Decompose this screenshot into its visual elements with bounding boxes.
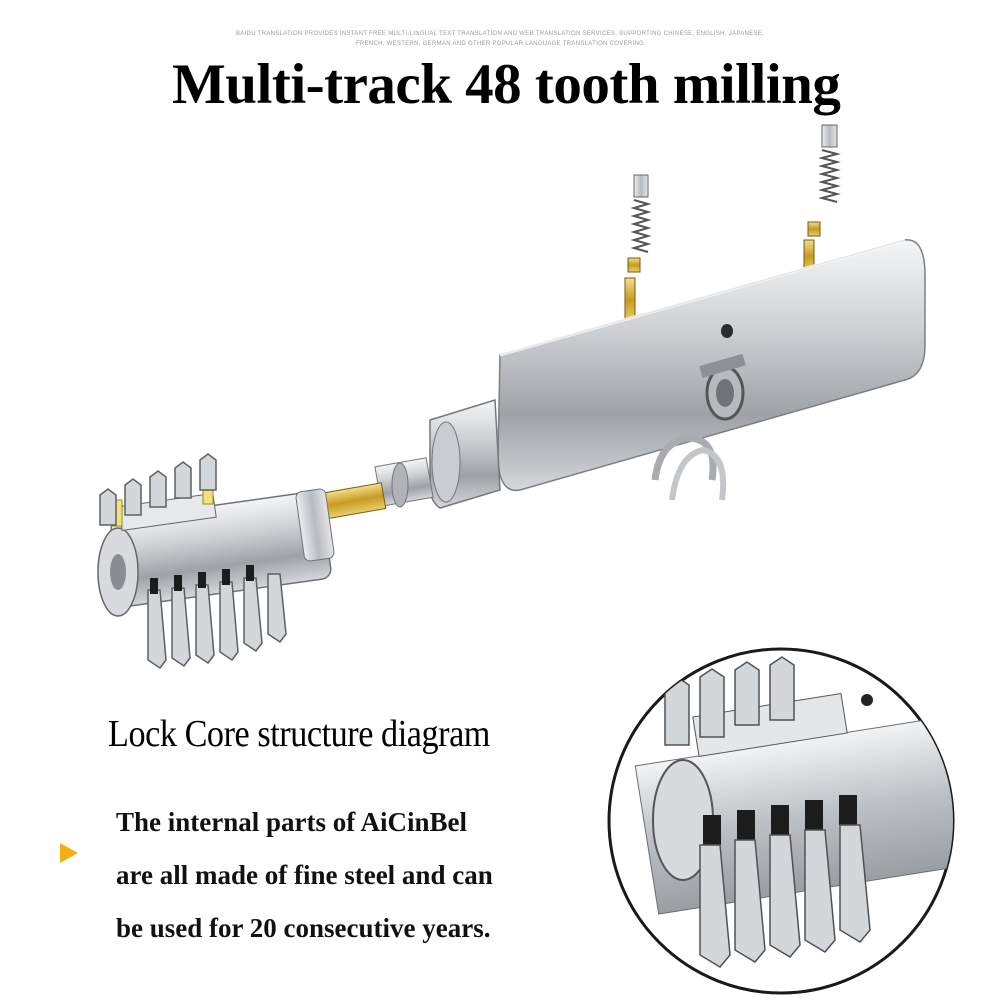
translation-note: BAIDU TRANSLATION PROVIDES INSTANT FREE … [0,29,1000,49]
arrow-right-icon [60,843,78,863]
translation-note-line1: BAIDU TRANSLATION PROVIDES INSTANT FREE … [235,31,765,37]
diagram-subtitle: Lock Core structure diagram [108,713,490,755]
brass-shaft [319,482,387,520]
cylinder-cap [374,399,501,509]
page-title: Multi-track 48 tooth milling [172,53,841,116]
lock-core-closeup-inset [607,647,955,995]
spring-pin-right [803,124,841,273]
description-line: be used for 20 consecutive years. [116,913,491,943]
spring-pin-left [624,174,652,323]
translation-note-line2: FRENCH, WESTERN, GERMAN AND OTHER POPULA… [355,41,645,47]
cylinder-body [497,238,926,501]
lock-core-left [97,453,335,670]
description-line: The internal parts of AiCinBel [116,807,468,837]
description-line: are all made of fine steel and can [116,860,493,890]
description: The internal parts of AiCinBel are all m… [116,796,493,955]
